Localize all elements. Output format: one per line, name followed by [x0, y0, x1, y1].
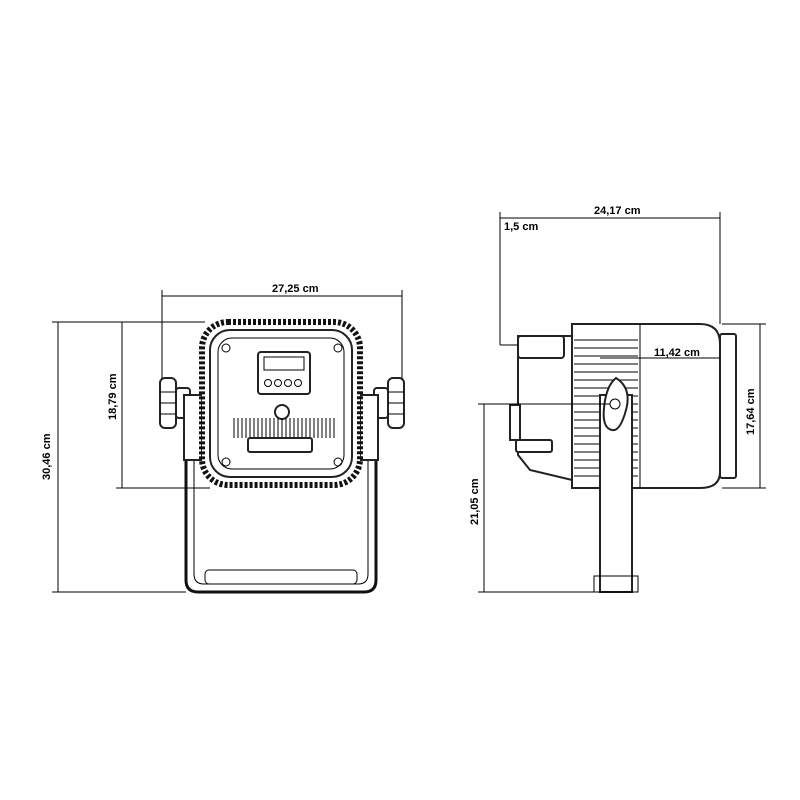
- side-pivot-knob: [602, 376, 629, 432]
- side-rear-cap: [517, 335, 565, 359]
- side-rear-foot: [515, 439, 553, 453]
- heatsink-fins: [233, 418, 335, 438]
- cable-gland: [274, 404, 290, 420]
- front-dimensions: 27,25 cm 30,46 cm 18,79 cm: [41, 283, 403, 593]
- front-head-height-label: 18,79 cm: [107, 373, 119, 420]
- side-depth-label: 24,17 cm: [594, 205, 641, 217]
- side-body-depth-label: 11,42 cm: [654, 347, 700, 359]
- side-view: [509, 323, 737, 593]
- screw-bottom-left: [221, 457, 231, 467]
- front-foot: [204, 569, 358, 585]
- side-rear-connector: [509, 404, 521, 441]
- front-head-body: [209, 329, 353, 478]
- front-head-inner: [217, 337, 345, 470]
- right-knob: [373, 377, 405, 429]
- front-total-height-label: 30,46 cm: [41, 433, 53, 480]
- screw-top-right: [333, 343, 343, 353]
- side-height-label: 17,64 cm: [745, 388, 757, 435]
- front-view: [159, 319, 405, 594]
- front-yoke: [184, 440, 378, 594]
- screw-top-left: [221, 343, 231, 353]
- side-dimensions: 24,17 cm 1,5 cm 11,42 cm 17,64 cm 21,05 …: [469, 205, 766, 593]
- screw-bottom-right: [333, 457, 343, 467]
- side-bracket-offset-label: 1,5 cm: [504, 221, 538, 233]
- side-lens-ring: [719, 333, 737, 479]
- side-pivot-height-label: 21,05 cm: [469, 478, 481, 525]
- control-panel: [257, 351, 311, 395]
- yoke-arm-left: [183, 394, 203, 461]
- lcd-display: [263, 356, 305, 371]
- connector-block: [247, 437, 313, 453]
- control-buttons: [264, 379, 302, 387]
- side-stand-foot: [593, 575, 639, 593]
- front-width-label: 27,25 cm: [272, 283, 319, 295]
